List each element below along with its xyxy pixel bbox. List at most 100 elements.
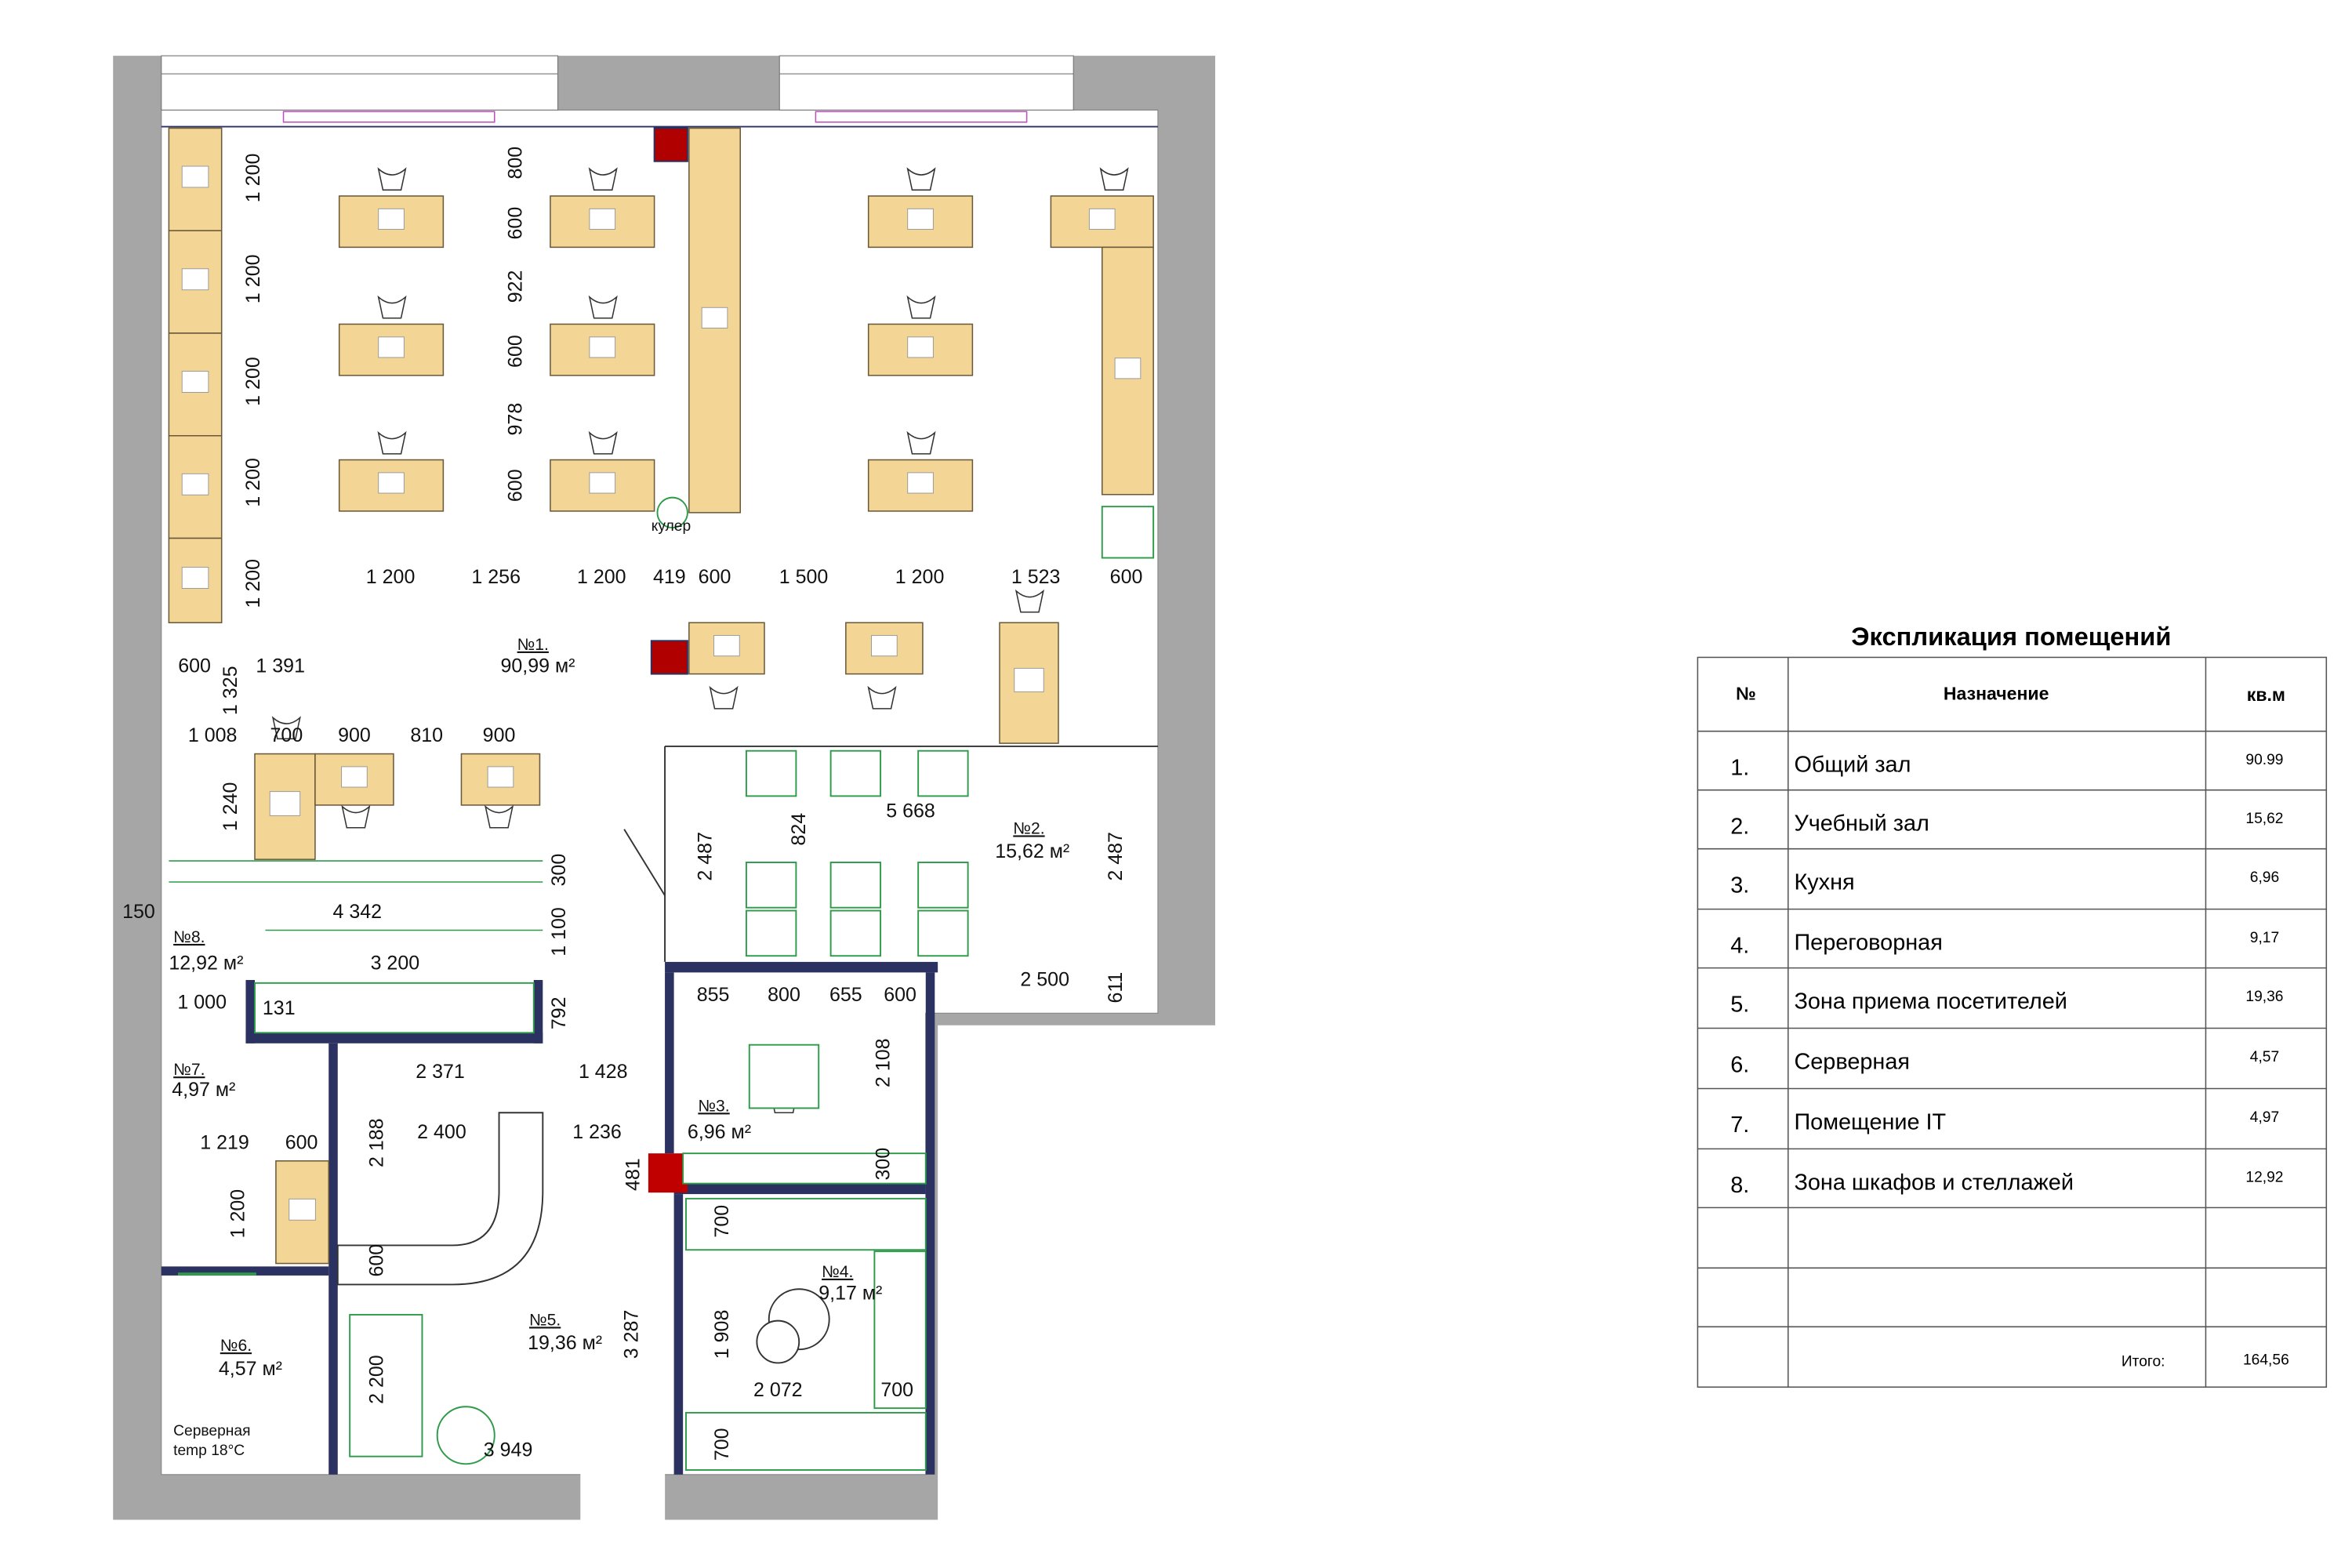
- dimension-label: 600: [504, 207, 526, 240]
- dimension-label: 4 342: [332, 901, 382, 923]
- window-top-left: [161, 55, 559, 111]
- dimension-label: 131: [263, 997, 296, 1019]
- round-table: [436, 1406, 495, 1465]
- radiator: [815, 111, 1028, 123]
- training-chair: [829, 862, 882, 909]
- computer-icon: [181, 268, 209, 291]
- sofa: [685, 1197, 927, 1251]
- row-num: 1.: [1730, 755, 1749, 780]
- dimension-label: 2 371: [416, 1061, 465, 1083]
- desk: [338, 459, 445, 512]
- row-area: 12,92: [2245, 1170, 2283, 1186]
- header-num: №: [1736, 683, 1756, 703]
- room-area: 4,57 м²: [219, 1358, 282, 1380]
- row-purpose: Учебный зал: [1794, 811, 1929, 837]
- room-number: №3.: [698, 1097, 729, 1115]
- dimension-label: 800: [768, 984, 800, 1006]
- shelf-unit: [254, 982, 535, 1034]
- training-chair: [829, 750, 882, 797]
- row-area: 4,97: [2250, 1109, 2279, 1126]
- computer-icon: [487, 766, 514, 788]
- computer-icon: [378, 208, 405, 230]
- row-num: 8.: [1730, 1173, 1749, 1198]
- fridge: [1101, 506, 1155, 559]
- desk: [999, 622, 1059, 744]
- partitions: [161, 745, 1158, 1475]
- dimension-label: 855: [697, 984, 730, 1006]
- water-cooler: [656, 496, 688, 529]
- dimension-label: 600: [884, 984, 916, 1006]
- dimension-label: 600: [285, 1131, 318, 1153]
- desk: [867, 195, 974, 249]
- office-chair: [906, 430, 936, 455]
- dimension-label: 2 500: [1020, 969, 1069, 991]
- room-area: 12,92 м²: [169, 953, 243, 975]
- dimension-label: 1 200: [366, 566, 416, 588]
- training-chair: [917, 909, 969, 957]
- desk: [168, 127, 223, 231]
- round-table: [756, 1319, 800, 1364]
- dimension-label: 600: [699, 566, 731, 588]
- cooler-label: кулер: [652, 518, 691, 535]
- computer-icon: [181, 165, 209, 188]
- office-chair: [377, 430, 407, 455]
- row-purpose: Серверная: [1794, 1049, 1910, 1074]
- dimension-label: 3 200: [371, 953, 420, 975]
- office-chair: [588, 430, 618, 455]
- row-num: 5.: [1730, 992, 1749, 1017]
- dimension-label: 700: [711, 1428, 733, 1461]
- window-top-right: [779, 55, 1074, 111]
- row-num: 3.: [1730, 873, 1749, 898]
- dimension-label: 419: [653, 566, 686, 588]
- dimension-label: 824: [788, 813, 810, 846]
- dimension-label: 2 400: [417, 1121, 466, 1143]
- dimension-label: 1 100: [548, 907, 570, 956]
- row-purpose: Зона шкафов и стеллажей: [1794, 1170, 2073, 1195]
- dimension-label: 978: [504, 403, 526, 436]
- row-purpose: Зона приема посетителей: [1794, 989, 2067, 1014]
- dimension-label: 1 200: [895, 566, 945, 588]
- computer-icon: [713, 635, 740, 657]
- dimension-label: 1 219: [200, 1131, 249, 1153]
- kitchen-table: [748, 1044, 820, 1109]
- computer-icon: [871, 635, 898, 657]
- computer-icon: [1088, 208, 1116, 230]
- desk: [1050, 195, 1154, 249]
- dimension-label: 600: [504, 469, 526, 502]
- reception-counter: [336, 1112, 544, 1286]
- computer-icon: [181, 567, 209, 589]
- room-labels: №1. 90,99 м² №2. 15,62 м² №3. 6,96 м² №4…: [169, 518, 1069, 1459]
- office-chair: [906, 295, 936, 319]
- dimension-label: 2 072: [753, 1379, 803, 1401]
- room-number: №6.: [220, 1337, 252, 1355]
- desk: [845, 622, 924, 675]
- computer-icon: [181, 371, 209, 393]
- dimension-label: 150: [122, 901, 155, 923]
- row-purpose: Переговорная: [1794, 931, 1942, 956]
- training-chair: [917, 862, 969, 909]
- room-number: №5.: [529, 1311, 561, 1329]
- dimension-label: 700: [270, 724, 303, 746]
- computer-icon: [378, 336, 405, 358]
- dimension-label: 1 200: [577, 566, 626, 588]
- dimension-label: 1 008: [188, 724, 238, 746]
- sofa: [873, 1250, 927, 1410]
- room-area: 6,96 м²: [688, 1121, 751, 1143]
- office-chair: [709, 685, 739, 710]
- office-chair: [588, 167, 618, 191]
- computer-icon: [1014, 667, 1044, 692]
- row-area: 6,96: [2250, 869, 2279, 886]
- training-chair: [745, 909, 797, 957]
- row-area: 4,57: [2250, 1049, 2279, 1065]
- computer-icon: [341, 766, 368, 788]
- dimension-label: 300: [873, 1148, 895, 1181]
- riser-shaft: [650, 640, 688, 675]
- computer-icon: [269, 791, 301, 816]
- dimension-label: 1 200: [227, 1189, 249, 1239]
- training-chair: [917, 750, 969, 797]
- desk: [1102, 246, 1154, 495]
